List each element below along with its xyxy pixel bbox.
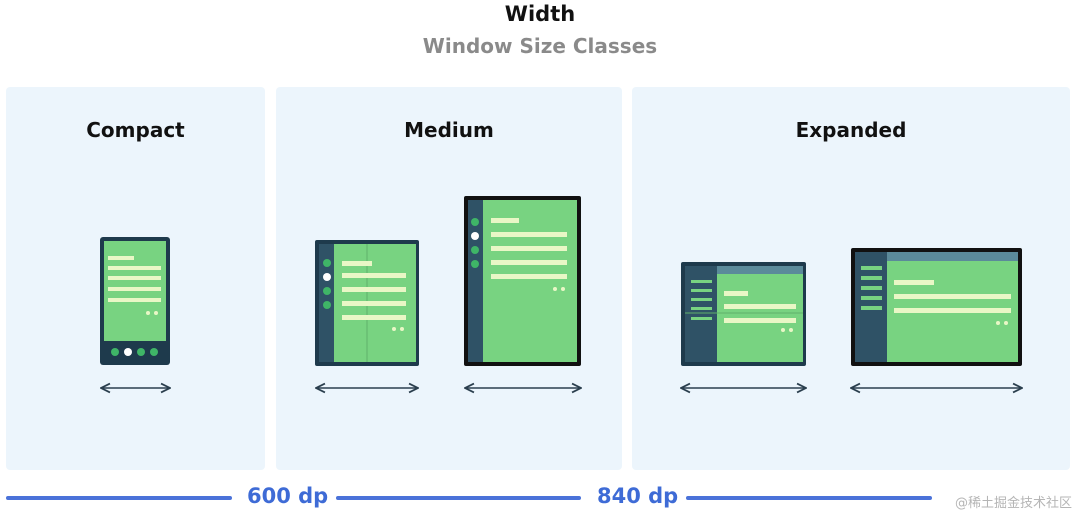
breakpoint-line-segment [686,496,932,500]
medium-tablet-device [464,196,581,366]
breakpoint-line-segment [6,496,232,500]
breakpoint-label-600: 600 dp [247,484,329,508]
page-subtitle: Window Size Classes [422,34,658,58]
compact-phone-device [100,237,170,365]
expanded-tablet-device [851,248,1022,366]
breakpoint-line-segment [336,496,581,500]
breakpoint-label-840: 840 dp [597,484,679,508]
panel-label-medium: Medium [404,118,494,142]
panel-label-expanded: Expanded [795,118,907,142]
expanded-foldable-device [681,262,806,366]
page-title: Width [504,2,576,26]
medium-foldable-device [315,240,419,366]
watermark: @稀土掘金技术社区 [954,496,1072,511]
bottom-navigation-bar [111,348,158,356]
panel-label-compact: Compact [86,118,185,142]
